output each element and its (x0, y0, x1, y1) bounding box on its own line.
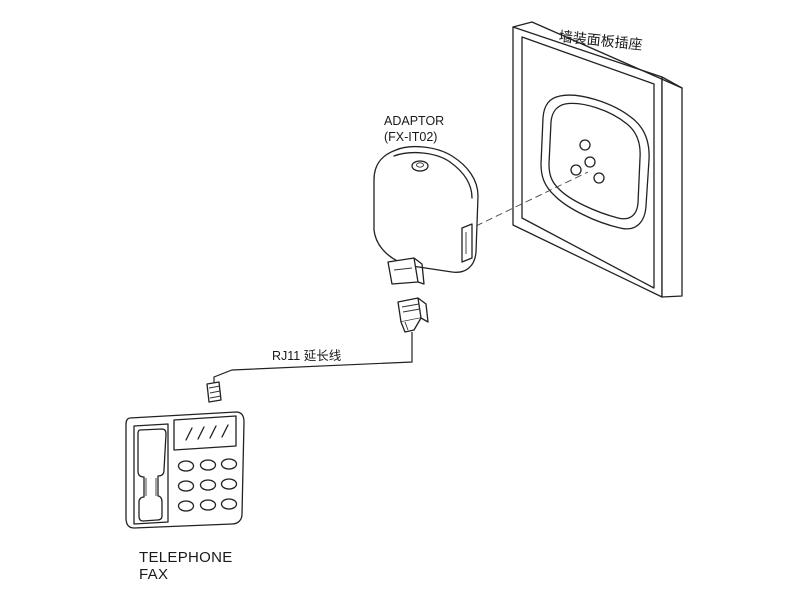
adaptor-model: (FX-IT02) (384, 130, 438, 144)
alignment-guide-line (475, 171, 589, 227)
cable-description: 延长线 (303, 348, 342, 363)
cable-label: RJ11 延长线 (272, 345, 341, 364)
adaptor-device (373, 145, 479, 285)
rj11-plug-adaptor-end (397, 297, 429, 333)
device-label-telephone: TELEPHONE (139, 549, 233, 566)
telephone-keypad (177, 458, 238, 512)
wall-panel-socket (512, 21, 683, 298)
device-label-fax: FAX (139, 566, 169, 583)
adaptor-name: ADAPTOR (384, 114, 445, 128)
rj11-plug-phone-end (206, 381, 222, 403)
cable-code: RJ11 (272, 349, 301, 363)
device-label: TELEPHONE FAX (139, 549, 233, 583)
adaptor-label: ADAPTOR (FX-IT02) (384, 113, 444, 145)
telephone-fax-device (125, 411, 245, 529)
rj11-extension-cable (213, 332, 413, 384)
